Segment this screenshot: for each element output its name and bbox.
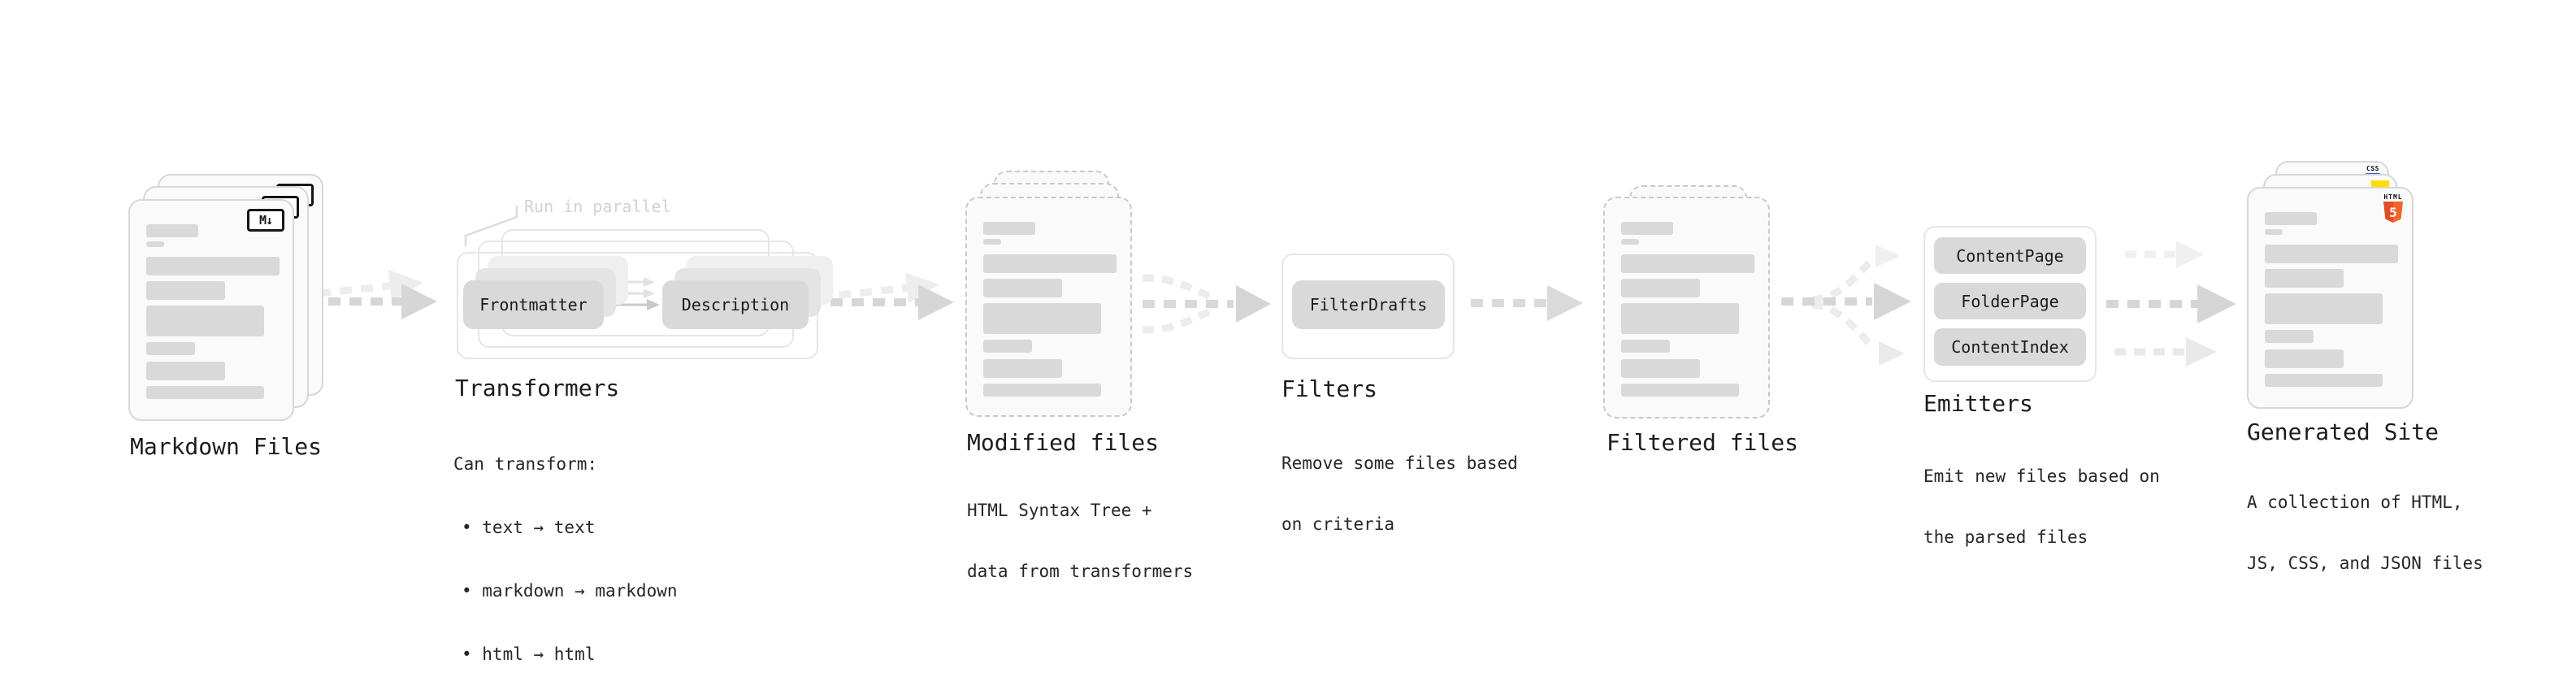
- placeholder-text-bar: [983, 239, 1001, 245]
- modified-files-description: HTML Syntax Tree + data from transformer…: [967, 460, 1193, 622]
- document-skeleton: [983, 222, 1117, 397]
- document-skeleton: [146, 224, 280, 399]
- text-line: the parsed files: [1923, 527, 2088, 547]
- placeholder-text-bar: [1621, 254, 1754, 273]
- text-line: HTML Syntax Tree +: [967, 501, 1152, 520]
- placeholder-text-bar: [2265, 349, 2344, 368]
- text-line: on criteria: [1281, 514, 1395, 534]
- placeholder-text-bar: [146, 281, 225, 300]
- placeholder-text-bar: [1621, 279, 1700, 297]
- text-line: JS, CSS, and JSON files: [2247, 553, 2483, 573]
- placeholder-text-bar: [146, 386, 264, 399]
- placeholder-text-bar: [983, 254, 1117, 273]
- text-line: • html → html: [462, 644, 596, 664]
- text-line: Emit new files based on: [1923, 466, 2160, 486]
- text-line: data from transformers: [967, 562, 1194, 581]
- placeholder-text-bar: [146, 224, 198, 237]
- placeholder-text-bar: [2265, 212, 2317, 225]
- placeholder-text-bar: [2265, 245, 2398, 263]
- document-skeleton: [2265, 212, 2399, 387]
- placeholder-text-bar: [983, 340, 1032, 353]
- content-index-pill: ContentIndex: [1934, 328, 2086, 366]
- transformers-title: Transformers: [455, 375, 620, 401]
- markdown-file-card-front: M↓: [128, 199, 294, 421]
- text-line: Remove some files based: [1281, 453, 1518, 473]
- placeholder-text-bar: [983, 303, 1101, 334]
- filter-drafts-pill: FilterDrafts: [1292, 280, 1445, 329]
- placeholder-text-bar: [2265, 330, 2314, 343]
- arrow-filters-to-filtered: [1471, 285, 1583, 321]
- emitters-title: Emitters: [1923, 390, 2033, 417]
- placeholder-text-bar: [1621, 340, 1670, 353]
- text-line: A collection of HTML,: [2247, 492, 2463, 512]
- generated-file-card-html: HTML 5: [2247, 187, 2413, 409]
- placeholder-text-bar: [2265, 269, 2344, 288]
- filters-title: Filters: [1281, 375, 1378, 402]
- modified-files-title: Modified files: [967, 429, 1160, 456]
- filtered-files-title: Filtered files: [1607, 429, 1799, 456]
- text-line: Can transform:: [453, 454, 598, 474]
- arrow-transformers-to-modified: [830, 272, 954, 320]
- arrow-markdown-to-transformers: [307, 269, 437, 319]
- run-in-parallel-annotation: Run in parallel: [524, 197, 671, 216]
- placeholder-text-bar: [1621, 303, 1739, 334]
- placeholder-text-bar: [983, 384, 1101, 397]
- placeholder-text-bar: [146, 257, 280, 275]
- filtered-file-card-front: [1603, 197, 1770, 419]
- placeholder-text-bar: [983, 279, 1062, 297]
- arrows-emitters-to-generated: [2106, 241, 2236, 367]
- transformers-description: Can transform: • text → text • markdown …: [453, 411, 678, 681]
- markdown-files-title: Markdown Files: [130, 433, 323, 460]
- placeholder-text-bar: [983, 222, 1035, 235]
- placeholder-text-bar: [146, 342, 195, 355]
- placeholder-text-bar: [2265, 293, 2383, 324]
- description-pill: Description: [662, 280, 809, 329]
- html5-icon: HTML 5: [2383, 193, 2404, 223]
- emitters-description: Emit new files based on the parsed files: [1923, 426, 2160, 588]
- placeholder-text-bar: [1621, 384, 1739, 397]
- generated-site-description: A collection of HTML, JS, CSS, and JSON …: [2247, 452, 2483, 614]
- text-line: • text → text: [462, 518, 596, 537]
- modified-file-card-front: [965, 197, 1132, 417]
- filters-description: Remove some files based on criteria: [1281, 413, 1518, 575]
- generated-site-title: Generated Site: [2247, 419, 2439, 445]
- frontmatter-pill: Frontmatter: [463, 280, 604, 329]
- placeholder-text-bar: [2265, 229, 2283, 235]
- placeholder-text-bar: [1621, 359, 1700, 378]
- placeholder-text-bar: [146, 306, 264, 336]
- placeholder-text-bar: [1621, 239, 1639, 245]
- markdown-icon: M↓: [247, 209, 284, 232]
- arrow-modified-to-filters: [1142, 274, 1271, 334]
- arrow-filtered-to-emitters: [1781, 245, 1911, 366]
- placeholder-text-bar: [1621, 222, 1673, 235]
- placeholder-text-bar: [146, 362, 225, 380]
- content-page-pill: ContentPage: [1934, 237, 2086, 274]
- placeholder-text-bar: [983, 359, 1062, 378]
- placeholder-text-bar: [146, 241, 164, 247]
- text-line: • markdown → markdown: [462, 581, 678, 601]
- placeholder-text-bar: [2265, 374, 2383, 387]
- folder-page-pill: FolderPage: [1934, 283, 2086, 319]
- document-skeleton: [1621, 222, 1755, 397]
